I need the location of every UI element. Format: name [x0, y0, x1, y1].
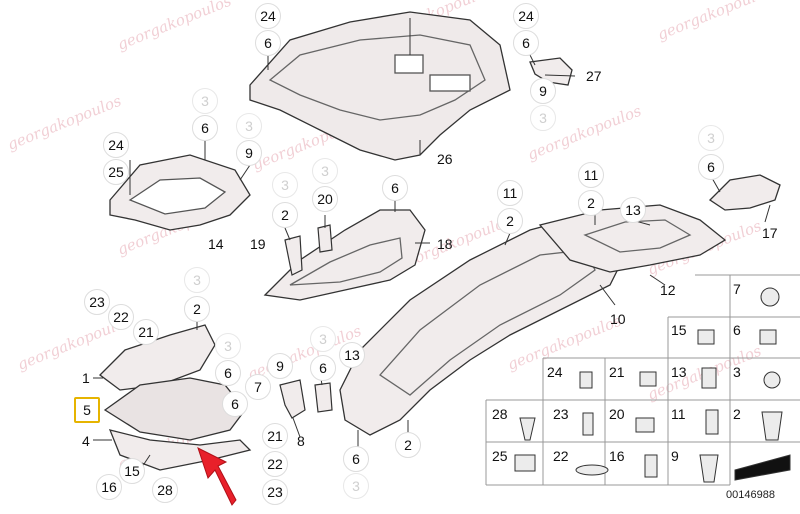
callout-24[interactable]: 24: [255, 3, 281, 29]
part-10-floor-panel: [339, 221, 626, 436]
callout-24[interactable]: 24: [513, 3, 539, 29]
callout-24[interactable]: 24: [103, 132, 129, 158]
grid-label-13: 13: [671, 364, 687, 380]
callout-13[interactable]: 13: [339, 342, 365, 368]
callout-6[interactable]: 6: [310, 355, 336, 381]
grid-label-21: 21: [609, 364, 625, 380]
callout-25[interactable]: 25: [103, 159, 129, 185]
callout-22[interactable]: 22: [262, 451, 288, 477]
callout-22[interactable]: 22: [108, 304, 134, 330]
callout-23[interactable]: 23: [84, 289, 110, 315]
red-arrow: [197, 447, 237, 506]
part-26-engine-undershield: [249, 11, 511, 161]
callout-2[interactable]: 2: [395, 432, 421, 458]
callout-6[interactable]: 6: [513, 30, 539, 56]
callout-11[interactable]: 11: [497, 180, 523, 206]
callout-3[interactable]: 3: [215, 333, 241, 359]
part-27-bracket: [529, 57, 573, 86]
callout-3[interactable]: 3: [312, 158, 338, 184]
part-17-bracket: [708, 174, 781, 211]
callout-3[interactable]: 3: [184, 267, 210, 293]
grid-label-23: 23: [553, 406, 569, 422]
diagram-id: 00146988: [726, 489, 775, 501]
callout-23[interactable]: 23: [262, 479, 288, 505]
label-14: 14: [208, 236, 224, 252]
part-14-brace-frame: [109, 154, 251, 231]
callout-5-selected[interactable]: 5: [74, 397, 100, 423]
callout-2[interactable]: 2: [497, 208, 523, 234]
grid-label-28: 28: [492, 406, 508, 422]
callout-9[interactable]: 9: [236, 140, 262, 166]
watermark-text: georgakopoulos: [115, 0, 234, 54]
part-8-bracket: [279, 379, 333, 419]
callout-3[interactable]: 3: [530, 105, 556, 131]
callout-6[interactable]: 6: [215, 360, 241, 386]
grid-label-7: 7: [733, 281, 741, 297]
grid-label-9: 9: [671, 448, 679, 464]
callout-21[interactable]: 21: [262, 423, 288, 449]
callout-11[interactable]: 11: [578, 162, 604, 188]
callout-3[interactable]: 3: [310, 326, 336, 352]
callout-2[interactable]: 2: [272, 202, 298, 228]
callout-3[interactable]: 3: [343, 473, 369, 499]
callout-28[interactable]: 28: [152, 477, 178, 503]
label-27: 27: [586, 68, 602, 84]
callout-6[interactable]: 6: [222, 391, 248, 417]
callout-9[interactable]: 9: [267, 353, 293, 379]
grid-label-3: 3: [733, 364, 741, 380]
callout-3[interactable]: 3: [272, 172, 298, 198]
label-26: 26: [437, 151, 453, 167]
label-4: 4: [82, 433, 90, 449]
grid-label-25: 25: [492, 448, 508, 464]
callout-16[interactable]: 16: [96, 474, 122, 500]
part-18-side-panel: [263, 209, 426, 301]
grid-label-11: 11: [671, 406, 686, 422]
callout-15[interactable]: 15: [119, 458, 145, 484]
part-20-clip: [317, 224, 333, 253]
watermark-text: georgakopoulos: [655, 0, 774, 44]
callout-20[interactable]: 20: [312, 186, 338, 212]
leader-lines: [93, 18, 771, 471]
label-17: 17: [762, 225, 778, 241]
grid-label-6: 6: [733, 322, 741, 338]
grid-label-2: 2: [733, 406, 741, 422]
callout-9[interactable]: 9: [530, 78, 556, 104]
label-18: 18: [437, 236, 453, 252]
grid-label-15: 15: [671, 322, 687, 338]
label-8: 8: [297, 433, 305, 449]
callout-6[interactable]: 6: [698, 154, 724, 180]
callout-3[interactable]: 3: [192, 88, 218, 114]
grid-label-24: 24: [547, 364, 563, 380]
part-19-clip: [284, 235, 303, 276]
fastener-icons: [514, 287, 791, 483]
grid-label-16: 16: [609, 448, 625, 464]
callout-21[interactable]: 21: [133, 319, 159, 345]
callout-3[interactable]: 3: [698, 125, 724, 151]
fastener-grid: [485, 274, 800, 486]
label-1: 1: [82, 370, 90, 386]
callout-2[interactable]: 2: [578, 190, 604, 216]
callout-6[interactable]: 6: [255, 30, 281, 56]
callout-6[interactable]: 6: [382, 175, 408, 201]
callout-13[interactable]: 13: [620, 197, 646, 223]
callout-6[interactable]: 6: [192, 115, 218, 141]
grid-label-20: 20: [609, 406, 625, 422]
grid-label-22: 22: [553, 448, 569, 464]
callout-7[interactable]: 7: [245, 374, 271, 400]
callout-3[interactable]: 3: [236, 113, 262, 139]
label-12: 12: [660, 282, 676, 298]
label-10: 10: [610, 311, 626, 327]
label-19: 19: [250, 236, 266, 252]
callout-2[interactable]: 2: [184, 296, 210, 322]
callout-6[interactable]: 6: [343, 446, 369, 472]
